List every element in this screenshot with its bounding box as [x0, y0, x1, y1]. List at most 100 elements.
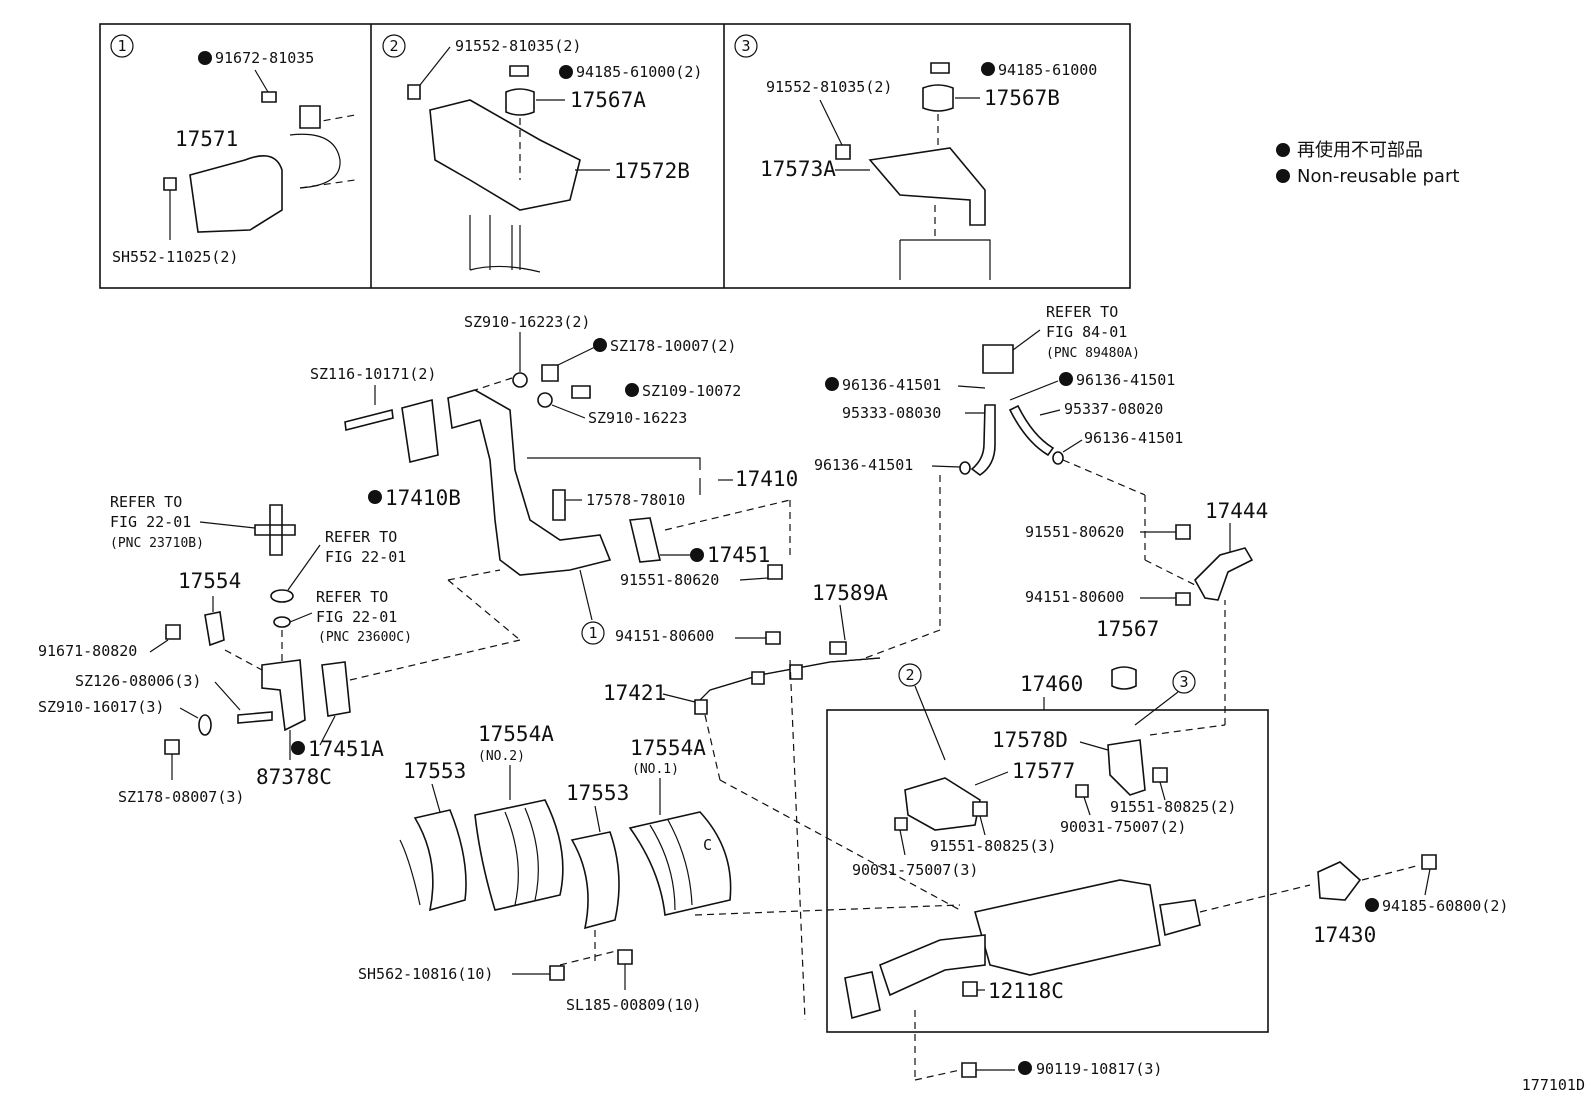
label-17573A[interactable]: 17573A [760, 157, 836, 181]
cover-17554A-no2-shape [474, 799, 564, 911]
label-SH562-10816-10[interactable]: SH562-10816(10) [358, 965, 493, 983]
label-94151-80600-b[interactable]: 94151-80600 [1025, 588, 1124, 606]
label-17554[interactable]: 17554 [178, 569, 241, 593]
label-17578-78010[interactable]: 17578-78010 [586, 491, 685, 509]
non-reusable-dot [593, 338, 607, 352]
label-17553-a[interactable]: 17553 [403, 759, 466, 783]
gasket-17451A-shape [321, 661, 351, 717]
label-17430[interactable]: 17430 [1313, 923, 1376, 947]
label-95337-08020[interactable]: 95337-08020 [1064, 400, 1163, 418]
detail-2-marker: 2 [389, 37, 398, 55]
label-SZ910-16223[interactable]: SZ910-16223 [588, 409, 687, 427]
label-91552-81035-d2[interactable]: 91552-81035(2) [455, 37, 581, 55]
label-94185-61000[interactable]: 94185-61000 [998, 61, 1097, 79]
front-pipe-group: SZ910-16223(2) SZ178-10007(2) SZ116-1017… [310, 313, 798, 645]
label-17421[interactable]: 17421 [603, 681, 666, 705]
label-17554A-a-sub: (NO.2) [478, 749, 525, 764]
label-17567B[interactable]: 17567B [984, 86, 1060, 110]
non-reusable-dot [198, 51, 212, 65]
refer-hose-line3: (PNC 89480A) [1046, 346, 1140, 361]
non-reusable-dot [825, 377, 839, 391]
right-group: 17444 91551-80620 94151-80600 17567 1746… [694, 499, 1508, 1081]
label-17571[interactable]: 17571 [175, 127, 238, 151]
label-17572B[interactable]: 17572B [614, 159, 690, 183]
label-17554A-b-sub: (NO.1) [632, 762, 679, 777]
detail-3-marker: 3 [741, 37, 750, 55]
label-17567[interactable]: 17567 [1096, 617, 1159, 641]
label-17451[interactable]: 17451 [707, 543, 770, 567]
label-SZ109-10072[interactable]: SZ109-10072 [642, 382, 741, 400]
detail-1-marker: 1 [117, 37, 126, 55]
detail-1: 1 91672-81035 17571 SH552-11025(2) [110, 34, 356, 266]
label-17554A-b[interactable]: 17554A [630, 736, 706, 760]
legend-en: Non-reusable part [1297, 166, 1459, 187]
vsv-shape [982, 344, 1014, 374]
non-reusable-dot [1018, 1061, 1032, 1075]
label-95333-08030[interactable]: 95333-08030 [842, 404, 941, 422]
label-17554A-a[interactable]: 17554A [478, 722, 554, 746]
label-12118C[interactable]: 12118C [988, 979, 1064, 1003]
label-SZ178-08007-3[interactable]: SZ178-08007(3) [118, 788, 244, 806]
label-SZ910-16017-3[interactable]: SZ910-16017(3) [38, 698, 164, 716]
label-94185-60800-2[interactable]: 94185-60800(2) [1382, 897, 1508, 915]
label-SZ126-08006-3[interactable]: SZ126-08006(3) [75, 672, 201, 690]
label-91551-80825-2[interactable]: 91551-80825(2) [1110, 798, 1236, 816]
label-SZ116-10171-2[interactable]: SZ116-10171(2) [310, 365, 436, 383]
label-96136-41501-c[interactable]: 96136-41501 [1084, 429, 1183, 447]
label-96136-41501-b[interactable]: 96136-41501 [1076, 371, 1175, 389]
label-17444[interactable]: 17444 [1205, 499, 1268, 523]
label-96136-41501-d[interactable]: 96136-41501 [814, 456, 913, 474]
label-91551-80825-3[interactable]: 91551-80825(3) [930, 837, 1056, 855]
label-17589A[interactable]: 17589A [812, 581, 888, 605]
legend: 再使用不可部品 Non-reusable part [1276, 140, 1459, 187]
insulator-group: 17553 17554A (NO.2) 17553 17554A (NO.1) … [358, 722, 732, 1014]
refer-1-line2: FIG 22-01 [110, 513, 191, 531]
refer-3-line2: FIG 22-01 [316, 608, 397, 626]
label-91551-80620-b[interactable]: 91551-80620 [1025, 523, 1124, 541]
label-SH552-11025[interactable]: SH552-11025(2) [112, 248, 238, 266]
label-17460[interactable]: 17460 [1020, 672, 1083, 696]
non-reusable-dot [981, 62, 995, 76]
label-17578D[interactable]: 17578D [992, 728, 1068, 752]
refer-3-line3: (PNC 23600C) [318, 630, 412, 645]
bracket-17444-shape [1194, 547, 1254, 601]
legend-dot [1276, 143, 1290, 157]
non-reusable-dot [625, 383, 639, 397]
label-17451A[interactable]: 17451A [308, 737, 384, 761]
label-SZ178-10007-2[interactable]: SZ178-10007(2) [610, 337, 736, 355]
label-SZ910-16223-2[interactable]: SZ910-16223(2) [464, 313, 590, 331]
right-marker-3: 3 [1179, 673, 1188, 691]
front-pipe-marker-1: 1 [588, 624, 597, 642]
label-90031-75007-2[interactable]: 90031-75007(2) [1060, 818, 1186, 836]
label-17567A[interactable]: 17567A [570, 88, 646, 112]
label-87378C[interactable]: 87378C [256, 765, 332, 789]
detail-3: 3 94185-61000 91552-81035(2) 17567B 1757… [734, 34, 1097, 280]
label-SL185-00809-10[interactable]: SL185-00809(10) [566, 996, 701, 1014]
label-91552-81035-d3[interactable]: 91552-81035(2) [766, 78, 892, 96]
non-reusable-dot [1365, 898, 1379, 912]
non-reusable-dot [368, 490, 382, 504]
bracket-17573A-shape [868, 147, 986, 226]
label-91672-81035[interactable]: 91672-81035 [215, 49, 314, 67]
label-17553-b[interactable]: 17553 [566, 781, 629, 805]
diagram-id: 177101D [1522, 1076, 1585, 1094]
label-91671-80820[interactable]: 91671-80820 [38, 642, 137, 660]
label-17410B[interactable]: 17410B [385, 486, 461, 510]
label-94185-61000-2[interactable]: 94185-61000(2) [576, 63, 702, 81]
refer-hose-line1: REFER TO [1046, 303, 1118, 321]
label-17410[interactable]: 17410 [735, 467, 798, 491]
bracket-17572B-shape [429, 99, 581, 211]
detail-panel [99, 23, 1131, 289]
refer-2-line1: REFER TO [325, 528, 397, 546]
label-17577[interactable]: 17577 [1012, 759, 1075, 783]
label-94151-80600-a[interactable]: 94151-80600 [615, 627, 714, 645]
label-91551-80620-a[interactable]: 91551-80620 [620, 571, 719, 589]
label-96136-41501-a[interactable]: 96136-41501 [842, 376, 941, 394]
legend-jp: 再使用不可部品 [1297, 140, 1423, 161]
label-90031-75007-3[interactable]: 90031-75007(3) [852, 861, 978, 879]
hose-95337-shape [1008, 404, 1055, 457]
muffler-pipe-shape [879, 934, 986, 997]
label-90119-10817-3[interactable]: 90119-10817(3) [1036, 1060, 1162, 1078]
